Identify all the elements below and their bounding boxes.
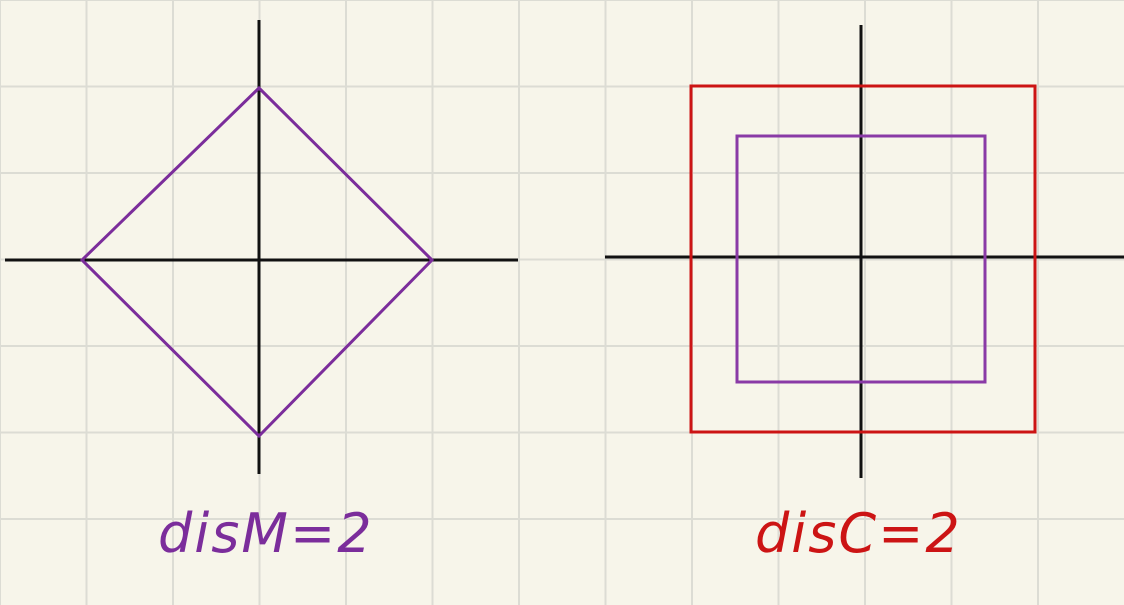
right-figure: disC=2 [605,25,1124,565]
inner-square [735,134,987,384]
manhattan-diamond [79,85,435,439]
left-caption: disM=2 [158,502,374,565]
chebyshev-outer-square [689,84,1037,434]
right-caption: disC=2 [755,502,962,565]
left-figure: disM=2 [5,20,518,565]
